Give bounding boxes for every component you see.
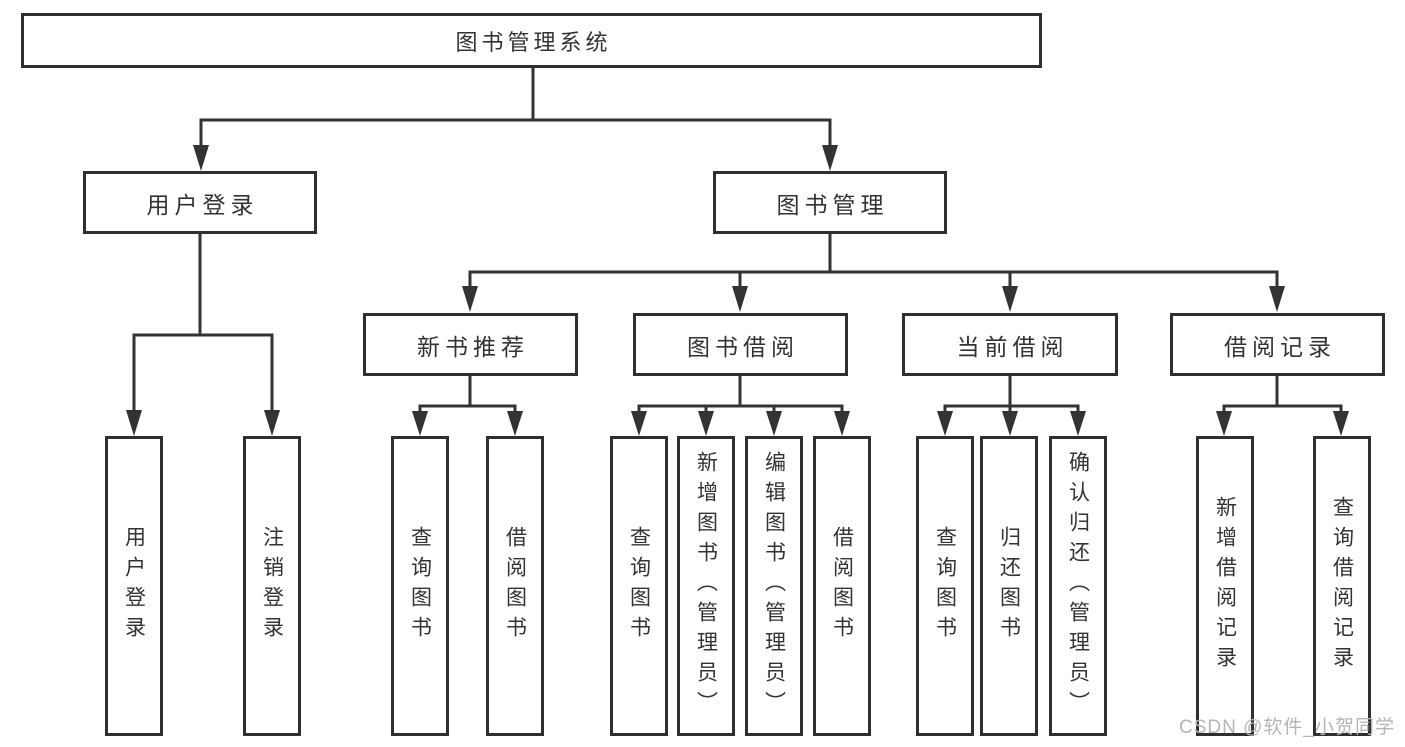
leaf-borrow-books-recommend-label: 借阅图书: [503, 526, 527, 646]
leaf-add-borrow-record: 新增借阅记录: [1196, 436, 1254, 736]
node-borrow-records-label: 借阅记录: [1224, 333, 1336, 360]
connector-borrow-records-to-children: [1216, 374, 1349, 436]
leaf-borrow-books-recommend: 借阅图书: [486, 436, 544, 736]
node-book-management-label: 图书管理: [776, 191, 889, 218]
node-new-book-recommend: 新书推荐: [363, 313, 578, 376]
connector-user-login-to-children: [126, 232, 280, 436]
node-user-login: 用户登录: [83, 171, 317, 234]
leaf-add-borrow-record-label: 新增借阅记录: [1213, 496, 1237, 676]
node-library-management-system: 图书管理系统: [21, 13, 1042, 68]
connector-book-management-to-children: [462, 232, 1285, 312]
node-current-borrow-label: 当前借阅: [956, 333, 1069, 360]
connector-book-borrow-to-children: [631, 374, 850, 436]
leaf-user-login: 用户登录: [105, 436, 163, 736]
leaf-query-books-recommend: 查询图书: [391, 436, 449, 736]
leaf-query-borrow-record-label: 查询借阅记录: [1330, 496, 1354, 676]
leaf-query-borrow-record: 查询借阅记录: [1313, 436, 1371, 736]
leaf-query-books-current-label: 查询图书: [933, 526, 957, 646]
leaf-edit-book-admin-label: 编辑图书（管理员）: [762, 451, 786, 721]
connector-current-borrow-to-children: [937, 374, 1086, 436]
node-borrow-records: 借阅记录: [1170, 313, 1385, 376]
leaf-return-book: 归还图书: [980, 436, 1038, 736]
watermark: CSDN @软件_小贺同学: [1179, 717, 1395, 738]
node-current-borrow: 当前借阅: [902, 313, 1118, 376]
leaf-confirm-return-admin-label: 确认归还（管理员）: [1066, 451, 1090, 721]
connector-new-book-recommend-to-children: [412, 374, 523, 436]
leaf-query-books-borrow: 查询图书: [610, 436, 668, 736]
node-user-login-label: 用户登录: [146, 191, 259, 218]
leaf-confirm-return-admin: 确认归还（管理员）: [1049, 436, 1107, 736]
connector-root-to-level2: [193, 66, 838, 171]
node-new-book-recommend-label: 新书推荐: [417, 333, 529, 360]
node-library-management-system-label: 图书管理系统: [455, 29, 612, 55]
leaf-return-book-label: 归还图书: [997, 526, 1021, 646]
leaf-borrow-books-label: 借阅图书: [830, 526, 854, 646]
leaf-add-book-admin: 新增图书（管理员）: [677, 436, 735, 736]
node-book-borrow-label: 图书借阅: [687, 333, 799, 360]
leaf-edit-book-admin: 编辑图书（管理员）: [745, 436, 803, 736]
leaf-add-book-admin-label: 新增图书（管理员）: [694, 451, 718, 721]
leaf-query-books-current: 查询图书: [916, 436, 974, 736]
node-book-borrow: 图书借阅: [633, 313, 848, 376]
leaf-query-books-borrow-label: 查询图书: [627, 526, 651, 646]
leaf-query-books-recommend-label: 查询图书: [408, 526, 432, 646]
leaf-borrow-books: 借阅图书: [813, 436, 871, 736]
leaf-logout: 注销登录: [243, 436, 301, 736]
leaf-user-login-label: 用户登录: [122, 526, 146, 646]
node-book-management: 图书管理: [713, 171, 947, 234]
leaf-logout-label: 注销登录: [260, 526, 284, 646]
